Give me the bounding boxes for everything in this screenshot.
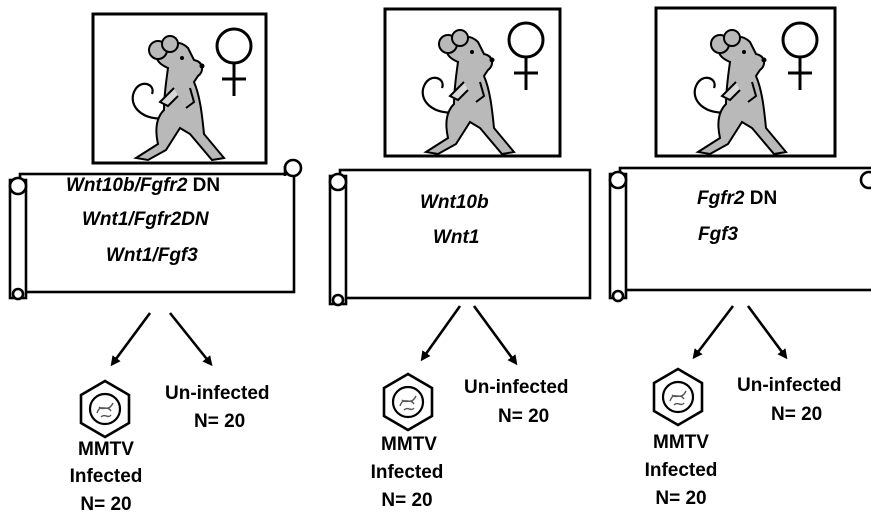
gene-name: Wnt1/Fgfr2DN: [82, 209, 209, 230]
gene-name: Wnt10b: [420, 192, 489, 213]
gene-line-1-2: Wnt1/Fgfr2DN: [82, 209, 209, 231]
arrow-uninfected-3: [748, 306, 785, 356]
infected-count: N= 20: [58, 494, 154, 516]
uninfected-label: Un-infected: [464, 377, 569, 399]
virus-hexagon-icon: [384, 374, 432, 430]
arrow-uninfected-1: [170, 313, 210, 363]
infected-label: Infected: [631, 460, 731, 482]
infected-count: N= 20: [357, 490, 457, 512]
gene-suffix: DN: [745, 188, 778, 209]
gene-name: Fgfr2: [697, 188, 745, 209]
uninfected-count: N= 20: [498, 406, 549, 428]
gene-line-3-2: Fgf3: [698, 224, 738, 246]
gene-name: Fgf3: [698, 224, 738, 245]
uninfected-count: N= 20: [194, 411, 245, 433]
gene-line-1-1: Wnt10b/Fgfr2 DN: [66, 175, 220, 197]
gene-suffix: DN: [187, 175, 220, 196]
gene-line-2-1: Wnt10b: [420, 192, 489, 214]
virus-hexagon-icon: [654, 369, 702, 425]
uninfected-label: Un-infected: [165, 383, 270, 405]
group-2: [330, 9, 590, 430]
arrow-infected-1: [113, 313, 150, 363]
virus-hexagon-icon: [81, 381, 129, 437]
gene-line-3-1: Fgfr2 DN: [697, 188, 777, 210]
gene-name: Wnt1: [433, 227, 479, 248]
uninfected-count: N= 20: [771, 404, 822, 426]
mmtv-label: MMTV: [369, 434, 449, 456]
mmtv-label: MMTV: [641, 432, 721, 454]
group-3: [610, 8, 871, 425]
infected-count: N= 20: [631, 488, 731, 510]
gene-line-1-3: Wnt1/Fgf3: [106, 245, 198, 267]
arrow-uninfected-2: [474, 306, 515, 362]
gene-name: Wnt1/Fgf3: [106, 245, 198, 266]
gene-name: Wnt10b/Fgfr2: [66, 175, 187, 196]
mmtv-label: MMTV: [66, 439, 146, 461]
arrow-infected-2: [423, 306, 460, 358]
gene-line-2-2: Wnt1: [433, 227, 479, 249]
arrow-infected-3: [695, 306, 733, 356]
uninfected-label: Un-infected: [737, 375, 842, 397]
infected-label: Infected: [357, 462, 457, 484]
infected-label: Infected: [58, 466, 154, 488]
